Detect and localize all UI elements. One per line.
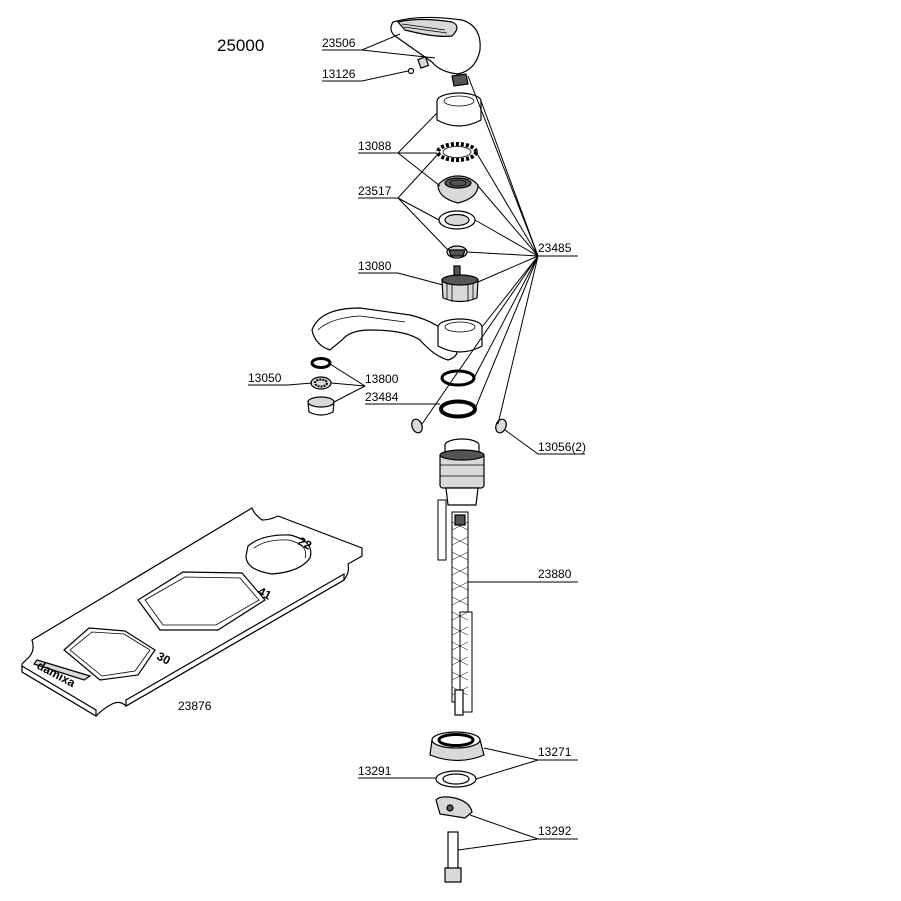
washer-ring bbox=[438, 210, 476, 230]
wrench-size-22: 22 bbox=[296, 534, 315, 553]
label-23506: 23506 bbox=[322, 36, 356, 50]
threaded-rod bbox=[444, 831, 462, 883]
horseshoe-plate bbox=[435, 796, 473, 819]
cover-sleeve bbox=[436, 92, 482, 127]
wrench-size-41: 41 bbox=[255, 584, 274, 603]
set-screw bbox=[407, 56, 430, 75]
label-13292: 13292 bbox=[538, 824, 572, 838]
handle-lever bbox=[390, 16, 481, 75]
label-13271: 13271 bbox=[538, 745, 572, 759]
label-13050: 13050 bbox=[248, 371, 282, 385]
base-washer bbox=[435, 770, 477, 788]
flexible-hoses bbox=[437, 499, 473, 716]
dome-nut bbox=[437, 175, 479, 204]
o-ring-upper bbox=[440, 369, 476, 387]
toothed-ring bbox=[436, 142, 478, 162]
aerator-set bbox=[307, 357, 335, 416]
spout bbox=[311, 307, 483, 361]
stem-nut bbox=[451, 73, 469, 87]
label-23485: 23485 bbox=[538, 241, 572, 255]
label-13080: 13080 bbox=[358, 259, 392, 273]
label-23484: 23484 bbox=[365, 390, 399, 404]
mounting-cone bbox=[429, 731, 485, 762]
grub-screw-right bbox=[495, 418, 507, 434]
small-disc bbox=[446, 245, 468, 259]
grub-screw-left bbox=[411, 418, 423, 434]
label-13088: 13088 bbox=[358, 139, 392, 153]
label-13291: 13291 bbox=[358, 764, 392, 778]
tap-body bbox=[439, 438, 485, 506]
label-13800: 13800 bbox=[365, 372, 399, 386]
label-23876: 23876 bbox=[178, 699, 212, 713]
o-ring-lower bbox=[439, 399, 477, 419]
diagram-title: 25000 bbox=[217, 36, 264, 55]
label-13126: 13126 bbox=[322, 67, 356, 81]
cartridge bbox=[441, 265, 479, 303]
label-23517: 23517 bbox=[358, 184, 392, 198]
label-13056: 13056(2) bbox=[538, 440, 586, 454]
label-23880: 23880 bbox=[538, 567, 572, 581]
wrench-tool bbox=[21, 507, 363, 718]
wrench-size-30: 30 bbox=[154, 649, 173, 668]
